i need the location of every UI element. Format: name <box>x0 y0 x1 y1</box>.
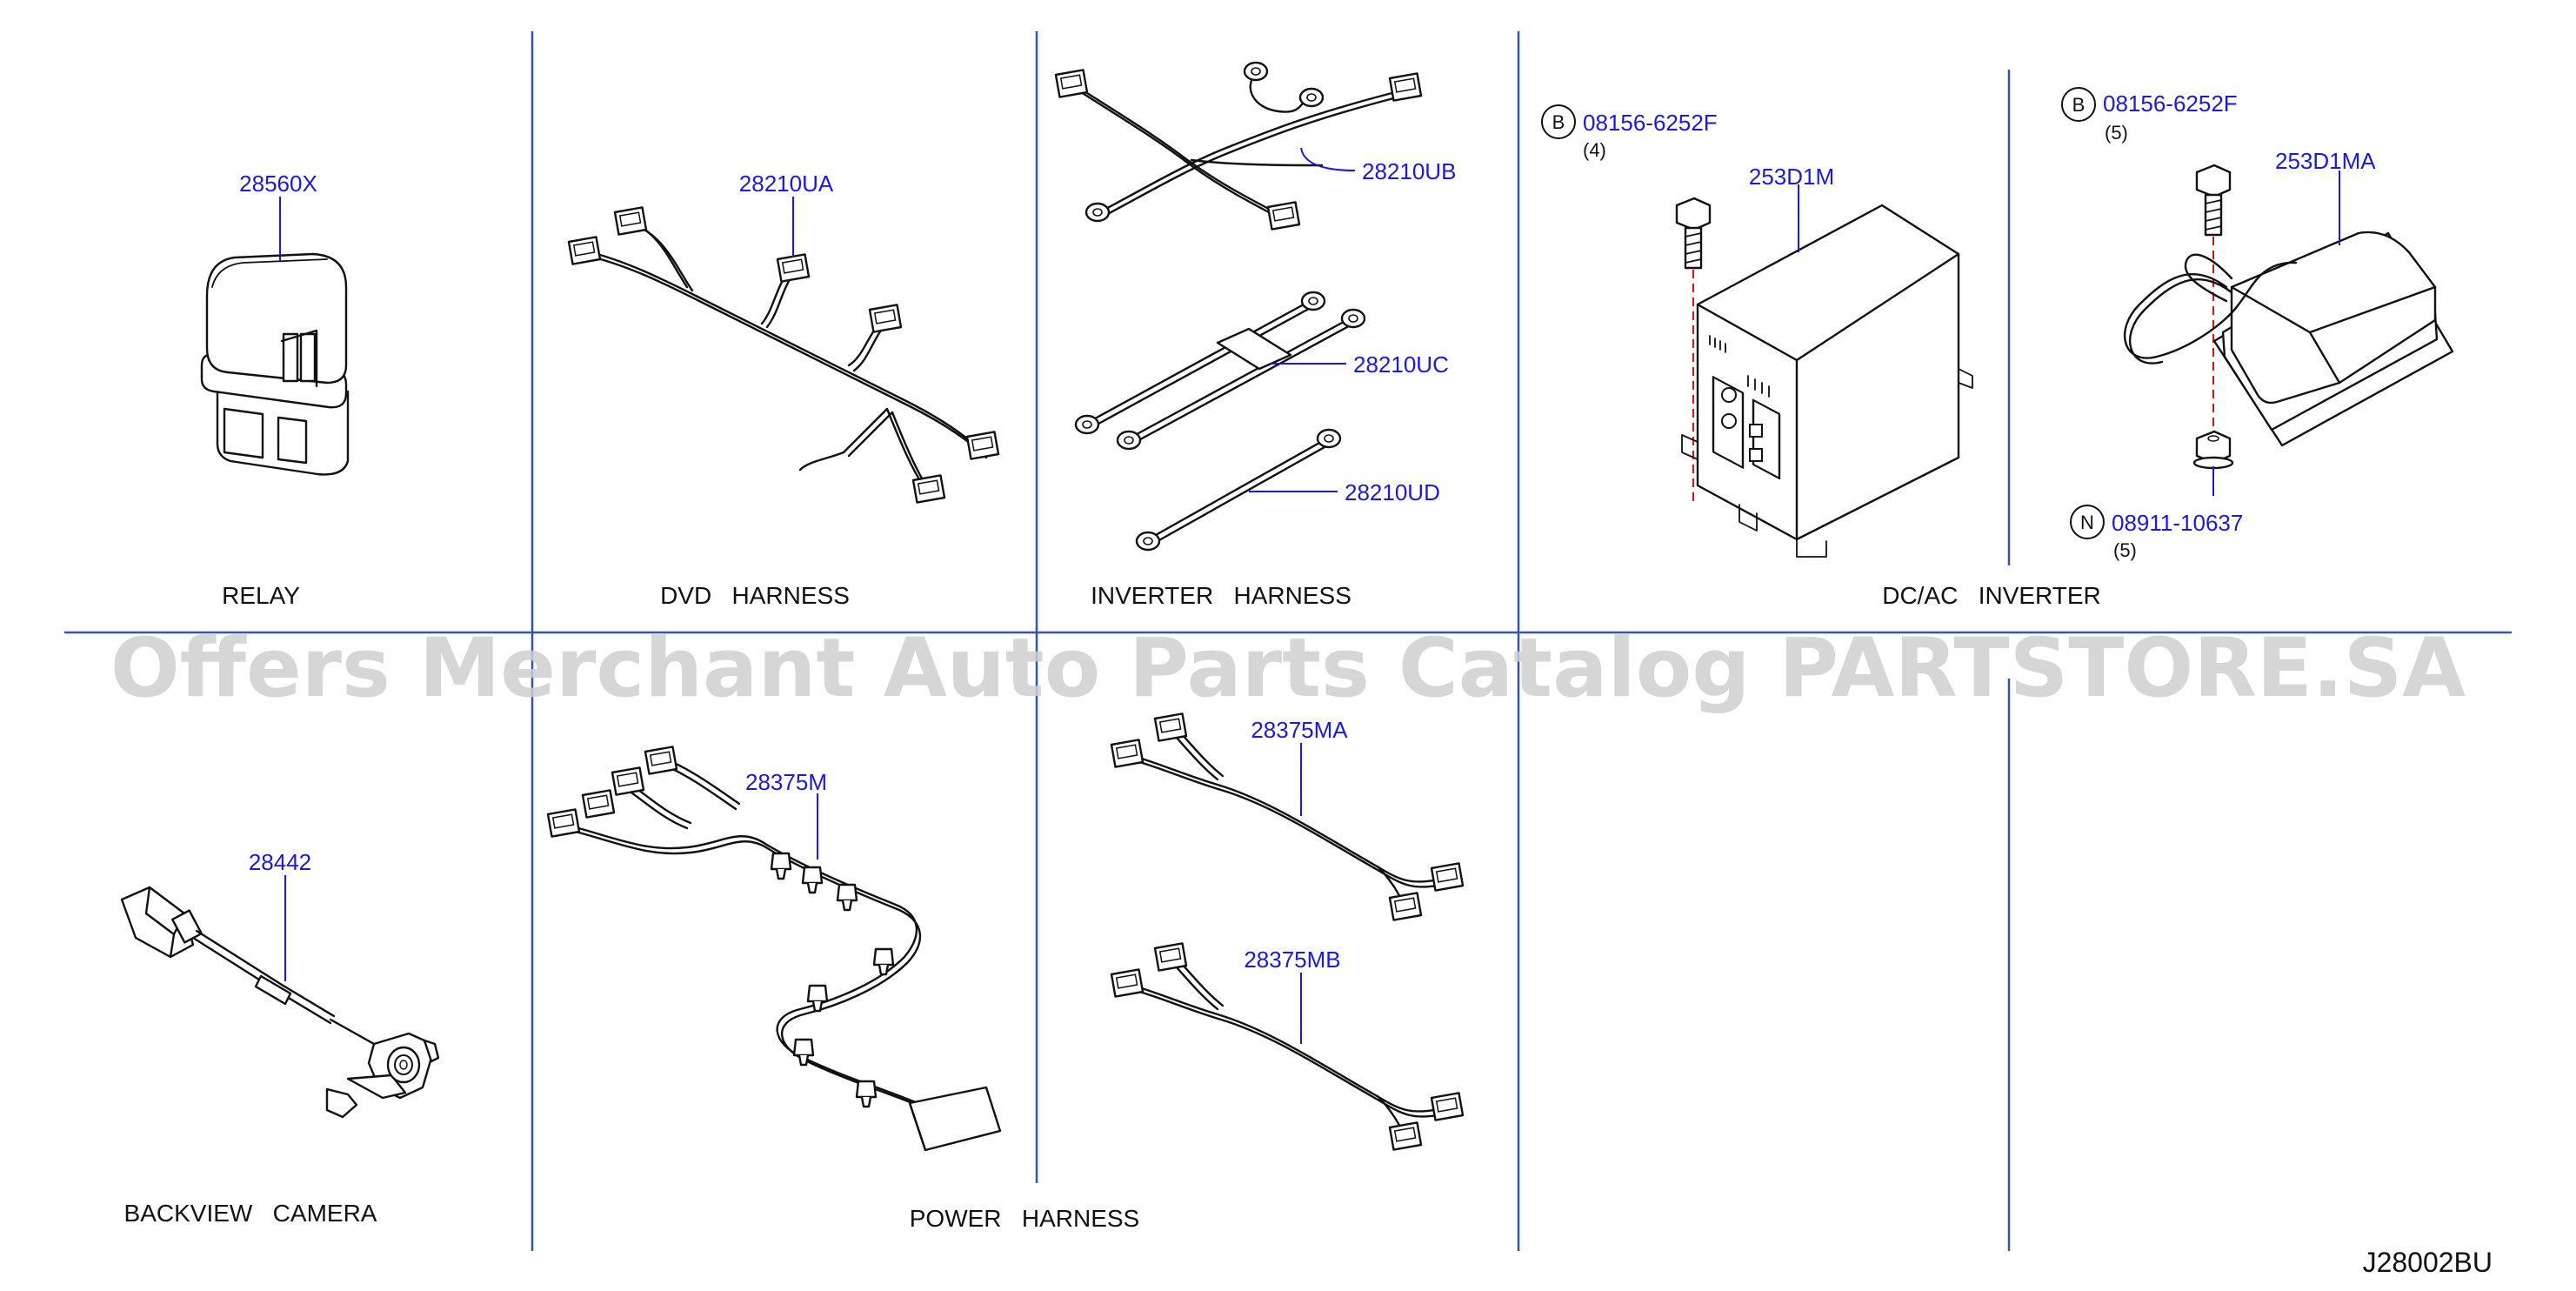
nut-symbol-right: N <box>2080 512 2094 533</box>
inverter-harness-caption: INVERTER HARNESS <box>1091 582 1351 609</box>
inverter-part-number-right[interactable]: 253D1MA <box>2275 148 2376 174</box>
section-grid <box>64 31 2512 1251</box>
power-harness-caption: POWER HARNESS <box>910 1205 1139 1232</box>
backview-camera-caption: BACKVIEW CAMERA <box>124 1200 377 1227</box>
power-harness-illustration <box>546 746 1002 1152</box>
hex-bolt-icon <box>2195 164 2232 237</box>
power-harness-ma-part-number[interactable]: 28375MA <box>1251 717 1348 743</box>
watermark: Offers Merchant Auto Parts Catalog PARTS… <box>110 621 2466 716</box>
inverter-part-number-left[interactable]: 253D1M <box>1749 164 1834 190</box>
inverter-harness-part-number-uc[interactable]: 28210UC <box>1353 351 1449 378</box>
dvd-harness-illustration <box>567 197 1000 504</box>
backview-camera-illustration <box>120 875 440 1119</box>
power-harness-part-number[interactable]: 28375M <box>745 769 827 795</box>
bolt-symbol-right: B <box>2072 94 2085 116</box>
diagram-code: J28002BU <box>2363 1247 2493 1278</box>
dcac-inverter-right-illustration <box>2061 87 2454 539</box>
dvd-harness-caption: DVD HARNESS <box>660 582 850 609</box>
hex-bolt-icon <box>1675 197 1712 270</box>
inverter-harness-part-number-ud[interactable]: 28210UD <box>1345 479 1440 505</box>
inverter-harness-illustration <box>1054 61 1423 552</box>
dcac-inverter-caption: DC/AC INVERTER <box>1882 582 2101 609</box>
power-harness-mb-illustration <box>1110 942 1465 1151</box>
bolt-part-number-left[interactable]: 08156-6252F <box>1583 110 1718 136</box>
inverter-harness-part-number-ub[interactable]: 28210UB <box>1362 158 1456 184</box>
power-harness-mb-part-number[interactable]: 28375MB <box>1244 947 1340 973</box>
bolt-qty-right: (5) <box>2105 122 2128 144</box>
relay-part-number[interactable]: 28560X <box>239 171 317 197</box>
bolt-symbol-left: B <box>1552 111 1565 133</box>
dcac-inverter-left-illustration <box>1541 104 1973 558</box>
bolt-qty-left: (4) <box>1583 139 1606 161</box>
dvd-harness-part-number[interactable]: 28210UA <box>739 171 834 197</box>
nut-qty-right: (5) <box>2113 539 2137 561</box>
relay-illustration <box>200 197 350 476</box>
nut-part-number-right[interactable]: 08911-10637 <box>2112 510 2243 536</box>
power-harness-ma-illustration <box>1110 712 1465 921</box>
bolt-part-number-right[interactable]: 08156-6252F <box>2103 90 2238 117</box>
flange-nut-icon <box>2192 430 2234 470</box>
backview-camera-part-number[interactable]: 28442 <box>249 849 311 875</box>
relay-caption: RELAY <box>222 582 300 609</box>
